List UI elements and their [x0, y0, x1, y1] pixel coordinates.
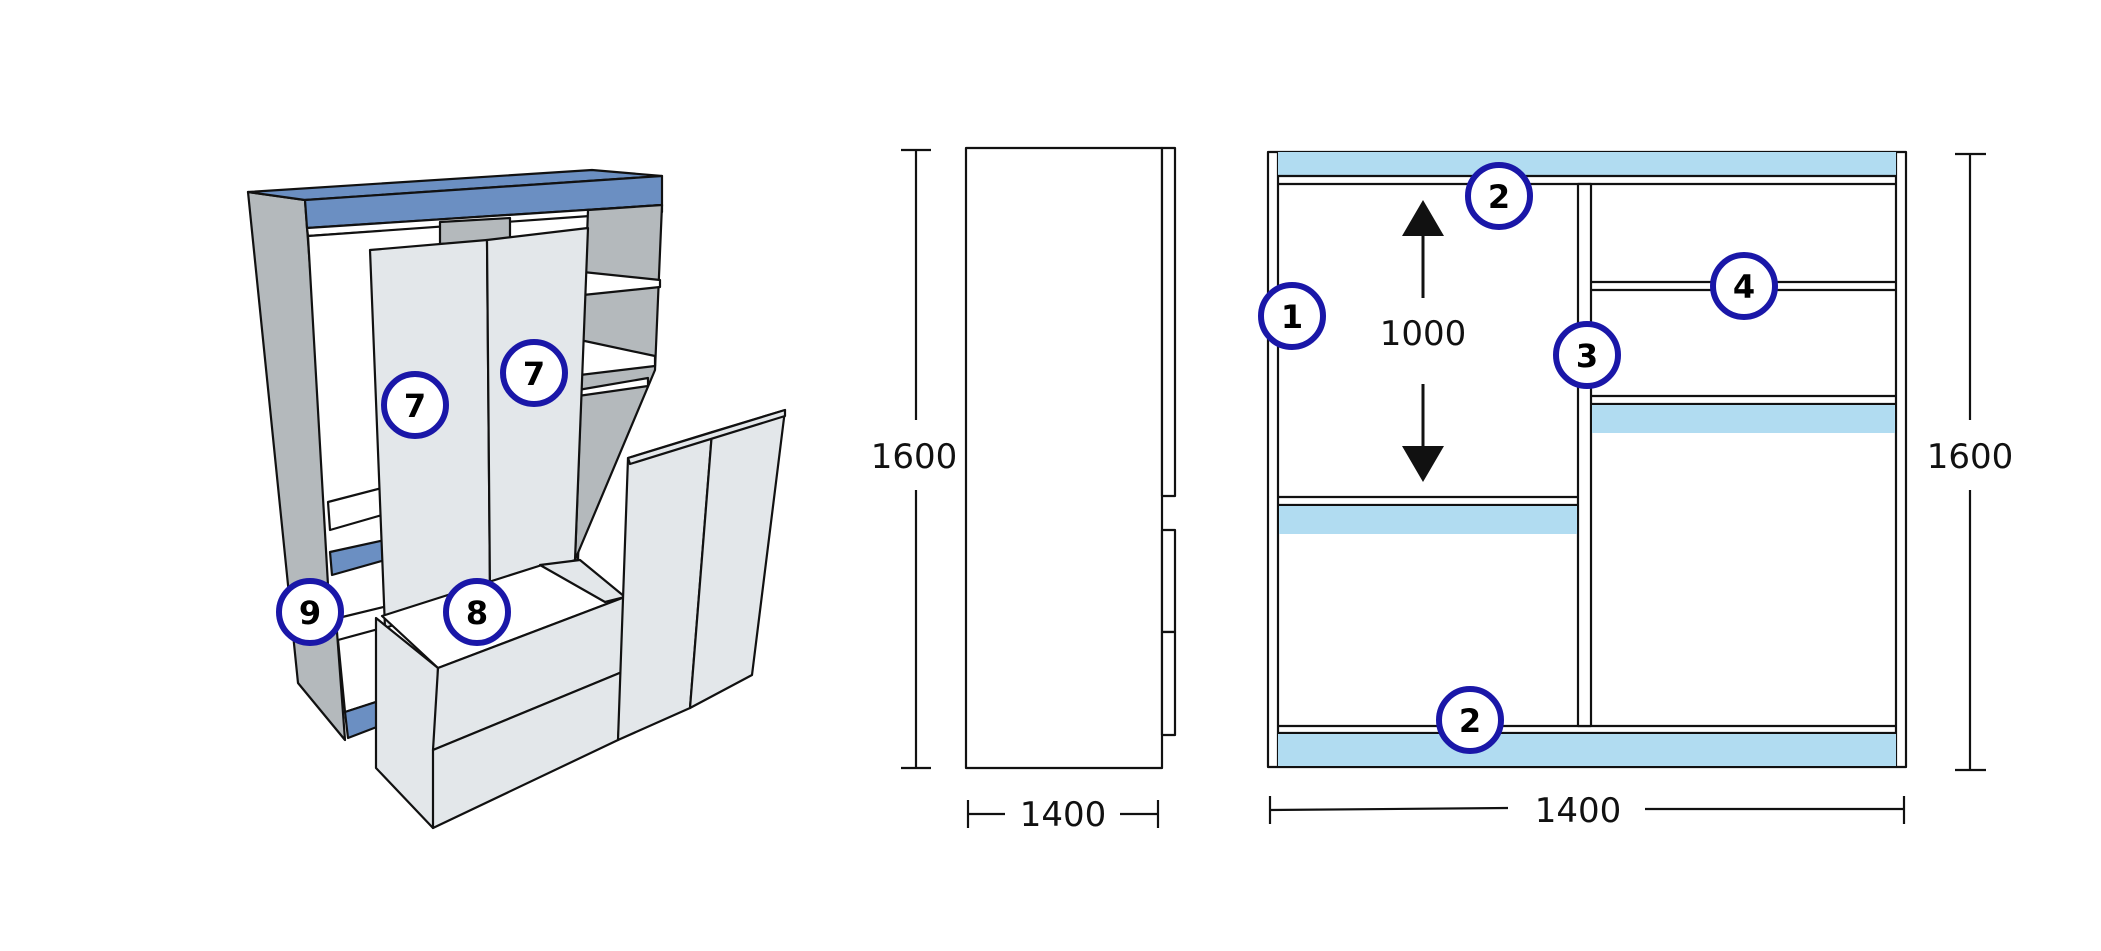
iso-callout-door-left: 7 [381, 371, 449, 439]
iso-open-door-top [626, 408, 787, 466]
iso-callout-door-right: 7 [500, 339, 568, 407]
front-callout-side-panel: 1 [1258, 282, 1326, 350]
front-view-width-label: 1400 [1535, 791, 1622, 831]
side-view-width-label: 1400 [1020, 795, 1107, 835]
side-view-door-lower [1160, 630, 1177, 737]
isometric-view [246, 168, 787, 830]
front-view: 1000 1600 1400 [1266, 150, 2014, 831]
front-callout-bottom-shelf-label: 2 [1459, 702, 1481, 740]
iso-door-right [485, 226, 590, 594]
front-callout-divider-label: 3 [1576, 337, 1598, 375]
front-view-left-shelf [1279, 506, 1577, 534]
side-view-door-upper [1160, 146, 1177, 498]
front-callout-upper-right-shelf-label: 4 [1733, 268, 1755, 306]
arrow-up-icon [1402, 200, 1444, 236]
front-view-height-dimension: 1600 [1927, 152, 2014, 772]
front-view-height-label: 1600 [1927, 437, 2014, 477]
front-view-divider [1576, 182, 1593, 728]
side-view: 1600 1400 [871, 146, 1177, 835]
front-view-right-shelf [1592, 405, 1895, 433]
iso-callout-side: 9 [276, 578, 344, 646]
iso-callout-drawer: 8 [443, 578, 511, 646]
side-view-width-dimension: 1400 [966, 795, 1160, 835]
side-view-body [964, 146, 1164, 770]
iso-callout-side-label: 9 [299, 594, 321, 632]
arrow-down-icon [1402, 446, 1444, 482]
iso-callout-drawer-label: 8 [466, 594, 488, 632]
front-callout-bottom-shelf: 2 [1436, 686, 1504, 754]
front-view-compartment-label: 1000 [1380, 314, 1467, 354]
front-view-width-dimension: 1400 [1268, 791, 1906, 831]
front-view-top-shelf [1278, 152, 1896, 176]
iso-callout-door-left-label: 7 [404, 387, 426, 425]
side-view-height-label: 1600 [871, 437, 958, 477]
front-view-bottom-shelf [1278, 734, 1896, 766]
front-callout-top-shelf-label: 2 [1488, 178, 1510, 216]
iso-callout-door-right-label: 7 [523, 355, 545, 393]
side-view-height-dimension: 1600 [871, 148, 958, 770]
front-callout-top-shelf: 2 [1465, 162, 1533, 230]
side-view-door-middle [1160, 528, 1177, 634]
front-callout-upper-right-shelf: 4 [1710, 252, 1778, 320]
front-callout-divider: 3 [1553, 321, 1621, 389]
front-view-compartment-dimension: 1000 [1380, 200, 1467, 482]
front-callout-side-panel-label: 1 [1281, 298, 1303, 336]
